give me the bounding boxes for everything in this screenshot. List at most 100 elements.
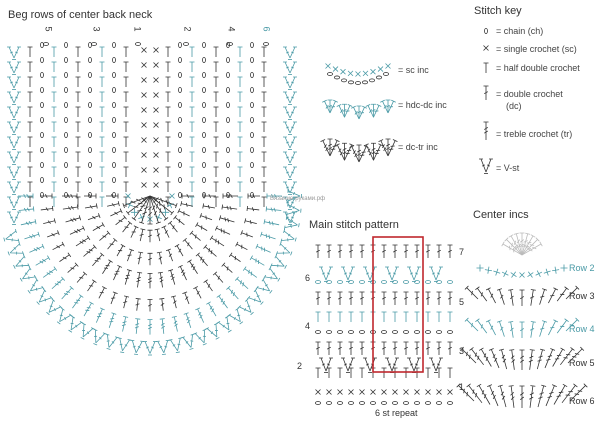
half-double-crochet-icon [100,182,105,192]
double-crochet-icon [121,296,129,309]
double-crochet-icon [222,263,234,275]
chain-icon [65,162,68,167]
half-double-crochet-icon [214,122,219,132]
single-crochet-icon [386,64,391,69]
half-double-crochet-icon [238,62,243,72]
half-double-crochet-icon [382,312,387,322]
chain-icon [65,117,68,122]
chain-icon [89,177,92,182]
chain-icon [348,402,353,405]
v-stitch-icon [53,308,72,327]
v-stitch-icon [129,340,144,355]
half-double-crochet-icon [100,62,105,72]
chain-icon [403,281,408,284]
double-crochet-icon [316,342,321,355]
half-double-crochet-icon [100,167,105,177]
treble-crochet-icon [499,349,509,370]
double-crochet-icon [338,342,343,355]
double-crochet-icon [528,321,535,338]
v-stitch-icon [276,242,294,260]
single-crochet-icon [154,48,159,53]
double-crochet-icon [382,245,387,258]
chain-icon [179,117,182,122]
single-crochet-icon [154,168,159,173]
single-crochet-icon [154,153,159,158]
key-label-tr: = treble crochet (tr) [496,129,572,139]
single-crochet-icon [154,93,159,98]
double-crochet-icon [508,321,515,338]
double-crochet-icon [148,230,153,242]
single-crochet-icon [485,267,492,274]
treble-crochet-icon [535,349,545,370]
single-crochet-icon [493,269,500,276]
single-crochet-icon [154,183,159,188]
treble-crochet-icon [160,319,167,334]
double-crochet-icon [520,290,525,306]
chain-icon [113,42,116,47]
half-double-crochet-icon [190,167,195,177]
single-crochet-icon [415,390,420,395]
half-double-crochet-icon [166,122,171,132]
double-crochet-icon [360,292,365,305]
treble-crochet-icon [123,270,132,286]
half-double-crochet-icon [360,312,365,322]
v-stitch-icon [7,77,21,90]
single-crochet-icon [126,194,131,199]
treble-crochet-icon [498,385,509,408]
half-double-crochet-icon [238,152,243,162]
chain-icon [425,331,430,334]
chain-icon [414,331,419,334]
half-double-crochet-icon [166,62,171,72]
single-crochet-icon [341,69,346,74]
half-double-crochet-icon [76,182,81,192]
single-crochet-icon [378,67,383,72]
half-double-crochet-icon [214,152,219,162]
top-row-5: 5 [44,26,54,31]
half-double-crochet-icon [262,77,267,87]
chain-icon [392,331,397,334]
single-crochet-icon [142,123,147,128]
chain-icon [436,402,441,405]
chain-icon [227,102,230,107]
half-double-crochet-icon [262,122,267,132]
v-stitch-icon [429,267,443,282]
half-double-crochet-icon [338,312,343,322]
double-crochet-icon [448,292,453,305]
single-crochet-icon [371,390,376,395]
v-stitch-icon [143,342,157,356]
chain-icon [203,102,206,107]
v-stitch-icon [7,182,21,195]
double-crochet-icon [121,221,132,233]
half-double-crochet-icon [214,92,219,102]
chain-icon [179,57,182,62]
single-crochet-icon [142,138,147,143]
chain-icon [227,147,230,152]
half-double-crochet-icon [262,92,267,102]
inc-legend-sc: = sc inc [398,65,429,75]
key-label-hdc: = half double crochet [496,63,580,73]
v-stitch-icon [33,289,52,308]
v-stitch-icon [283,62,297,75]
double-crochet-icon [555,319,568,335]
single-crochet-icon [426,390,431,395]
chain-icon [113,87,116,92]
chain-icon [403,402,408,405]
half-double-crochet-icon [360,368,365,378]
half-double-crochet-icon [166,92,171,102]
center-row-6: Row 6 [569,396,595,406]
treble-crochet-icon [158,272,165,288]
half-double-crochet-icon [124,182,129,192]
single-crochet-icon [327,390,332,395]
double-crochet-icon [66,263,78,275]
main-stitch-chart [315,237,452,405]
double-crochet-icon [229,253,242,264]
chain-icon [179,147,182,152]
half-double-crochet-icon [52,107,57,117]
main-row-6: 6 [305,273,310,283]
half-double-crochet-icon [448,312,453,322]
chain-icon [425,281,430,284]
double-crochet-icon [393,342,398,355]
chain-icon [179,72,182,77]
double-crochet-icon [106,194,118,199]
treble-crochet-icon [204,245,219,259]
